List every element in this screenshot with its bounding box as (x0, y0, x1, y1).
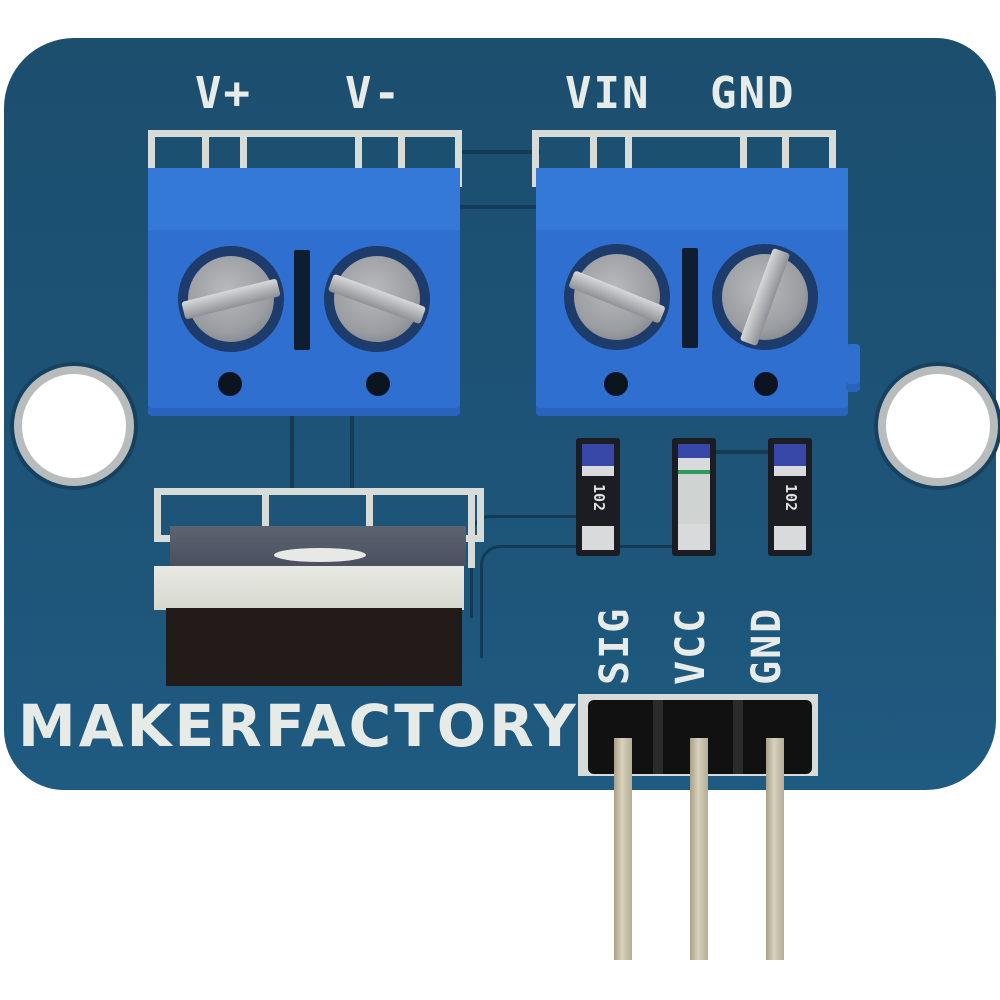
terminal-side-tab (846, 344, 860, 392)
header-notch (653, 700, 663, 774)
label-gnd-power: GND (710, 68, 796, 119)
terminal-divider (294, 250, 310, 350)
pin-vcc[interactable] (690, 738, 708, 960)
resistor-marking: 102 (590, 484, 608, 512)
screw-slot-icon (327, 273, 427, 325)
label-vcc: VCC (668, 606, 714, 685)
mounting-hole-left (14, 366, 134, 486)
wire-entry-gnd[interactable] (754, 372, 778, 396)
pad (774, 444, 806, 466)
pin-sig[interactable] (614, 738, 632, 960)
silk-tick (262, 488, 269, 528)
silk-outline-right (532, 130, 836, 187)
pad (678, 444, 710, 458)
resistor-1: 102 (576, 438, 620, 556)
brand-label: MAKERFACTORY (18, 692, 579, 760)
terminal-block-right[interactable] (536, 168, 848, 416)
label-vin: VIN (565, 68, 651, 119)
led-green-mark (678, 470, 710, 474)
silk-tick (782, 130, 789, 178)
screw-slot-icon (568, 270, 666, 324)
silk-tick (740, 130, 747, 178)
silk-outline-left (148, 130, 462, 187)
trace (460, 150, 540, 154)
label-v-minus: V- (345, 68, 402, 119)
wire-entry-vin[interactable] (604, 372, 628, 396)
led-body (678, 474, 710, 524)
mosfet-tab-hole (274, 548, 366, 562)
screw-gnd[interactable] (722, 247, 808, 347)
wire-entry-v-minus[interactable] (366, 372, 390, 396)
terminal-divider (682, 248, 698, 348)
label-sig: SIG (592, 606, 638, 685)
silk-tick (590, 130, 597, 178)
silk-tick (625, 130, 632, 178)
terminal-top (148, 168, 460, 230)
screw-v-minus[interactable] (327, 256, 427, 342)
wire-entry-v-plus[interactable] (218, 372, 242, 396)
trace (290, 410, 294, 495)
silk-tick (468, 488, 475, 568)
silk-tick (240, 130, 247, 178)
pad (582, 444, 614, 466)
pin-gnd[interactable] (766, 738, 784, 960)
mosfet-tab (170, 526, 466, 566)
resistor-2: 102 (768, 438, 812, 556)
silk-tick (355, 130, 362, 178)
screw-slot-icon (739, 247, 791, 347)
trace (690, 450, 780, 454)
trace (350, 410, 354, 495)
pad (774, 466, 806, 476)
label-gnd-signal: GND (744, 606, 790, 685)
label-v-plus: V+ (195, 68, 252, 119)
pad (582, 526, 614, 550)
pad (678, 458, 710, 470)
pad (678, 524, 710, 550)
led-indicator (672, 438, 716, 556)
terminal-block-left[interactable] (148, 168, 460, 416)
terminal-top (536, 168, 848, 230)
header-notch (733, 700, 743, 774)
screw-v-plus[interactable] (181, 256, 281, 342)
resistor-marking: 102 (782, 484, 800, 512)
mosfet-body-top (154, 566, 464, 610)
pad (774, 526, 806, 550)
trace (480, 545, 683, 658)
mosfet-body (166, 608, 462, 686)
silk-tick (202, 130, 209, 178)
screw-vin[interactable] (568, 254, 666, 340)
trace (460, 205, 540, 209)
silk-tick (398, 130, 405, 178)
silk-tick (366, 488, 373, 528)
screw-slot-icon (181, 278, 281, 320)
mounting-hole-right (878, 366, 998, 486)
pad (582, 466, 614, 476)
